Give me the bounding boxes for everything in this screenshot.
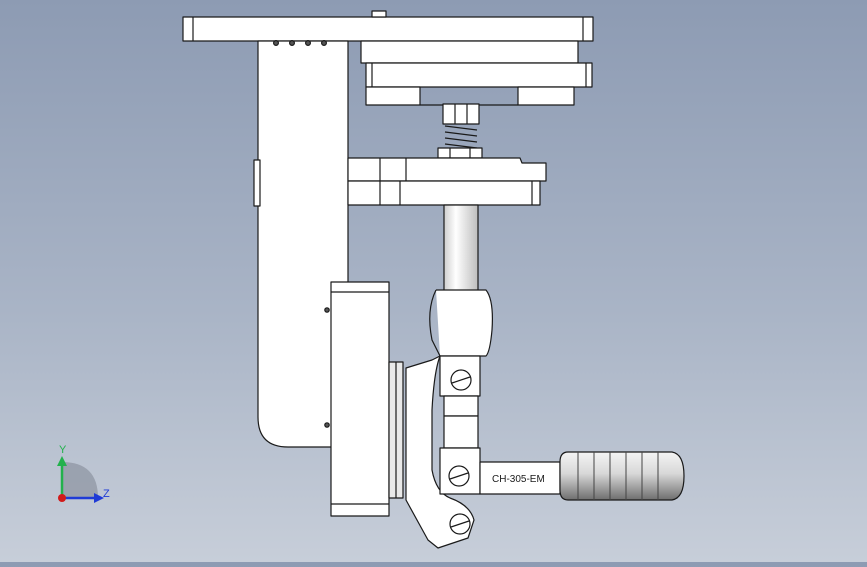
pivot-screw-lower <box>449 513 471 535</box>
upper-block <box>360 40 593 106</box>
vertical-bracket <box>253 39 349 448</box>
coordinate-triad: Y Z <box>57 444 110 503</box>
triad-plane <box>62 462 98 498</box>
triad-origin <box>58 494 66 502</box>
pivot-screw-middle <box>448 465 470 487</box>
handle-grip[interactable] <box>559 451 685 501</box>
plunger-rod <box>443 204 479 294</box>
y-axis-label: Y <box>59 444 67 456</box>
clamp-base <box>324 281 404 517</box>
adjusting-bolt <box>437 103 483 159</box>
z-axis-arrow <box>94 493 104 503</box>
middle-plate <box>347 157 547 206</box>
z-axis-label: Z <box>103 488 110 500</box>
pivot-screw-upper <box>450 369 472 391</box>
clamp-marking-text: CH-305-EM <box>492 474 545 485</box>
y-axis-arrow <box>57 456 67 466</box>
clamp-body <box>405 289 561 549</box>
top-mounting-plate <box>182 10 594 42</box>
